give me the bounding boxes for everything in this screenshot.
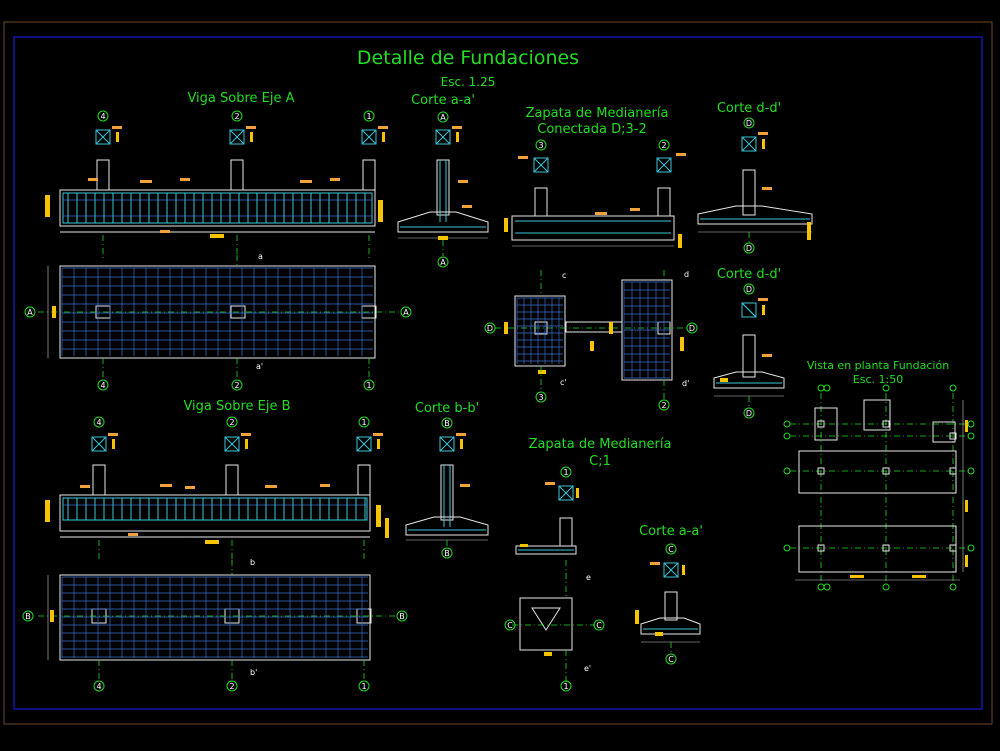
svg-text:1: 1 bbox=[361, 418, 366, 427]
corte-bb-title: Corte b-b' bbox=[415, 401, 479, 416]
svg-text:1: 1 bbox=[366, 381, 371, 390]
svg-text:C: C bbox=[668, 655, 674, 664]
zapata-c1-title-2: C;1 bbox=[589, 454, 611, 469]
svg-text:D: D bbox=[487, 324, 493, 333]
zapata-conectada-title-2: Conectada D;3-2 bbox=[537, 122, 646, 137]
svg-text:A: A bbox=[440, 258, 446, 267]
corte-dd-section-1: Corte d-d' D D bbox=[697, 101, 813, 254]
planta-title-1: Vista en planta Fundación bbox=[807, 359, 949, 372]
svg-text:C: C bbox=[668, 545, 674, 554]
sheet-title: Detalle de Fundaciones bbox=[357, 47, 579, 69]
svg-text:2: 2 bbox=[229, 418, 234, 427]
inner-frame bbox=[13, 36, 983, 710]
viga-b-stirrups bbox=[67, 498, 366, 520]
section-mark-b: b bbox=[250, 558, 255, 567]
svg-text:2: 2 bbox=[661, 141, 666, 150]
viga-b-plan-mesh bbox=[61, 576, 368, 658]
svg-text:B: B bbox=[444, 549, 450, 558]
svg-text:3: 3 bbox=[538, 141, 543, 150]
svg-text:B: B bbox=[25, 612, 31, 621]
viga-a-title: Viga Sobre Eje A bbox=[187, 91, 294, 106]
corte-aa-section-2: Corte a-a' C C bbox=[635, 524, 703, 665]
sheet-scale: Esc. 1.25 bbox=[441, 75, 496, 89]
zapata-c1-title-1: Zapata de Medianería bbox=[529, 437, 672, 452]
foundation-plan-view: Vista en planta Fundación Esc. 1:50 bbox=[783, 359, 975, 591]
viga-eje-a-elevation: Viga Sobre Eje A 4 2 1 bbox=[45, 91, 388, 260]
zapata-conectada-d32: Zapata de Medianería Conectada D;3-2 3 2… bbox=[484, 106, 698, 411]
svg-text:D: D bbox=[746, 409, 752, 418]
viga-eje-b-plan: b B B b' 4 2 1 bbox=[22, 558, 408, 692]
section-mark-b-prime: b' bbox=[250, 668, 257, 677]
svg-text:D: D bbox=[746, 285, 752, 294]
corte-bb-section: Corte b-b' B B bbox=[385, 401, 489, 559]
planta-title-2: Esc. 1:50 bbox=[853, 373, 903, 386]
svg-text:A: A bbox=[27, 308, 33, 317]
corte-aa-section-1: Corte a-a' A A bbox=[397, 93, 489, 268]
svg-text:2: 2 bbox=[661, 401, 666, 410]
svg-text:C: C bbox=[596, 621, 602, 630]
zapata-conectada-title-1: Zapata de Medianería bbox=[526, 106, 669, 121]
svg-text:d: d bbox=[684, 270, 689, 279]
svg-text:2: 2 bbox=[234, 381, 239, 390]
section-mark-a: a bbox=[258, 252, 263, 261]
svg-text:D: D bbox=[746, 119, 752, 128]
svg-text:D: D bbox=[746, 244, 752, 253]
zapata-conectada-mesh bbox=[516, 281, 670, 379]
svg-text:1: 1 bbox=[563, 468, 568, 477]
svg-text:2: 2 bbox=[234, 112, 239, 121]
svg-text:4: 4 bbox=[96, 682, 101, 691]
svg-text:C: C bbox=[507, 621, 513, 630]
svg-text:D: D bbox=[689, 324, 695, 333]
svg-text:c': c' bbox=[560, 378, 567, 387]
viga-a-plan-mesh bbox=[61, 267, 373, 356]
svg-text:1: 1 bbox=[563, 682, 568, 691]
corte-dd-section-2: Corte d-d' D D bbox=[713, 267, 785, 419]
svg-text:1: 1 bbox=[361, 682, 366, 691]
section-mark-a-prime: a' bbox=[256, 362, 263, 371]
corte-dd-1-title: Corte d-d' bbox=[717, 101, 781, 116]
svg-text:4: 4 bbox=[100, 112, 105, 121]
outer-frame bbox=[3, 21, 993, 725]
viga-a-stirrups bbox=[67, 193, 366, 223]
zapata-medianeria-c1: Zapata de Medianería C;1 1 e C C e' 1 bbox=[504, 437, 672, 692]
svg-text:4: 4 bbox=[96, 418, 101, 427]
svg-text:B: B bbox=[399, 612, 405, 621]
svg-text:1: 1 bbox=[366, 112, 371, 121]
svg-text:3: 3 bbox=[538, 393, 543, 402]
svg-text:c: c bbox=[562, 271, 566, 280]
svg-text:d': d' bbox=[682, 379, 689, 388]
svg-text:e: e bbox=[586, 573, 591, 582]
viga-eje-b-elevation: Viga Sobre Eje B 4 2 1 bbox=[45, 399, 383, 560]
svg-text:2: 2 bbox=[229, 682, 234, 691]
viga-b-title: Viga Sobre Eje B bbox=[183, 399, 290, 414]
corte-dd-2-title: Corte d-d' bbox=[717, 267, 781, 282]
svg-text:B: B bbox=[444, 419, 450, 428]
svg-text:A: A bbox=[403, 308, 409, 317]
corte-aa-2-title: Corte a-a' bbox=[639, 524, 703, 539]
svg-text:e': e' bbox=[584, 664, 591, 673]
svg-text:4: 4 bbox=[100, 381, 105, 390]
svg-text:A: A bbox=[440, 113, 446, 122]
viga-eje-a-plan: a A A a' 4 2 1 bbox=[24, 252, 412, 391]
corte-aa-1-title: Corte a-a' bbox=[411, 93, 475, 108]
